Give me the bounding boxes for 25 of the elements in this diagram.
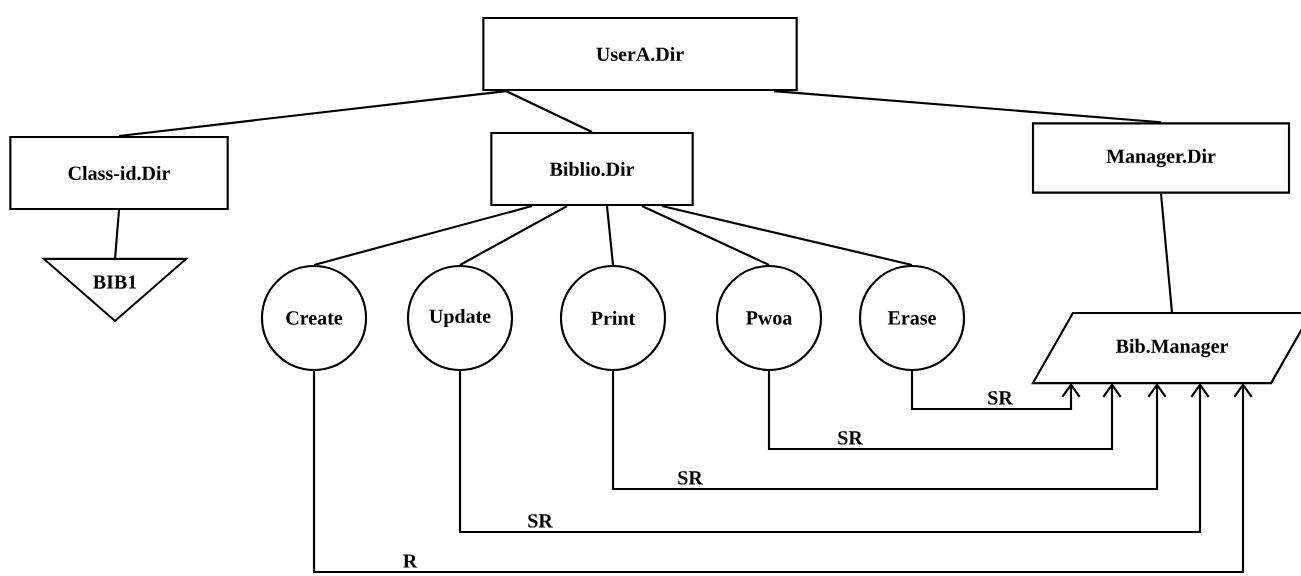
directory-box: Manager.Dir xyxy=(1031,122,1291,194)
connector-line xyxy=(605,205,615,266)
connector-line xyxy=(774,90,1162,124)
process-parallelogram: Bib.Manager xyxy=(1031,311,1301,385)
edge-label: SR xyxy=(985,389,1015,406)
connector-line xyxy=(118,90,507,137)
connector-line xyxy=(113,210,121,260)
arrow xyxy=(312,371,1253,574)
arrow xyxy=(611,371,1167,491)
edge-label: R xyxy=(401,553,419,569)
connector-line xyxy=(1159,193,1174,314)
connector-line xyxy=(661,205,913,266)
directory-box: UserA.Dir xyxy=(482,16,798,92)
edge-label: SR xyxy=(835,429,865,446)
directory-box: Biblio.Dir xyxy=(490,131,694,207)
connector-line xyxy=(313,205,533,266)
connector-line xyxy=(641,205,770,266)
arrow xyxy=(767,371,1122,451)
arrow xyxy=(910,371,1081,411)
connector-line xyxy=(459,205,568,266)
edge-label: SR xyxy=(525,512,555,529)
edge-label: SR xyxy=(675,469,705,486)
connector-line xyxy=(505,90,593,133)
directory-box: Class-id.Dir xyxy=(9,135,229,211)
arrow xyxy=(458,371,1210,534)
